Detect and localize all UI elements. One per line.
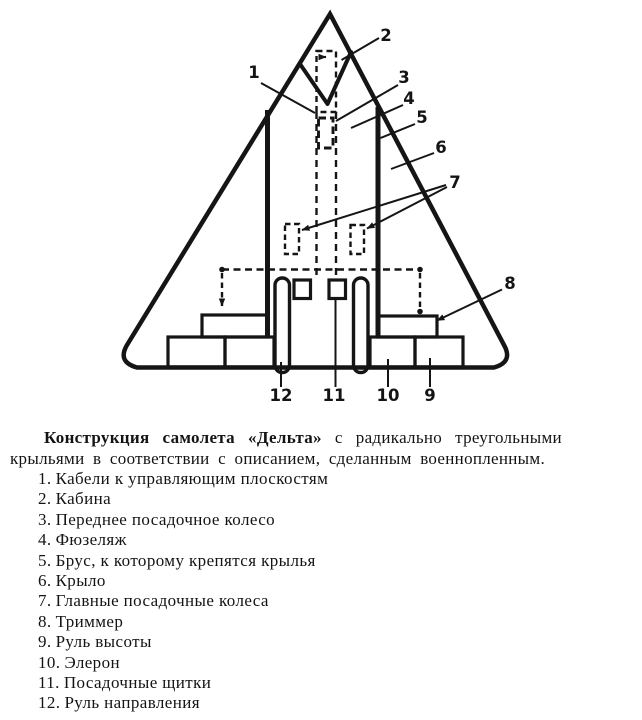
legend-item: 4.Фюзеляж	[38, 530, 642, 550]
legend-item-number: 10.	[38, 652, 61, 672]
cockpit-canopy-line	[298, 50, 353, 106]
nose-wheel-dashed-box	[317, 116, 335, 150]
legend-item-label: Руль направления	[64, 693, 200, 713]
delta-wing-outline	[121, 9, 510, 370]
legend-item-number: 7.	[38, 591, 52, 611]
legend-item-label: Элерон	[64, 652, 120, 672]
leader-line-3	[335, 84, 399, 122]
legend-item-number: 12.	[38, 693, 61, 713]
trimmer-panel-right	[376, 314, 439, 339]
legend-item-label: Брус, к которому крепятся крылья	[55, 550, 316, 570]
leader-line-7-right	[366, 186, 448, 230]
trimmer-panel-left	[200, 313, 270, 339]
legend-item-number: 1.	[38, 469, 52, 488]
legend-item-label: Крыло	[55, 571, 106, 591]
callout-12: 12	[270, 386, 293, 405]
legend-item-number: 9.	[38, 632, 52, 652]
landing-flap-left	[292, 278, 313, 301]
legend-item-label: Фюзеляж	[55, 530, 127, 550]
cabin-dashed-box	[315, 49, 338, 114]
legend-item-number: 2.	[38, 489, 52, 509]
caption-title-bold: Конструкция самолета «Дельта»	[44, 428, 322, 447]
callout-numbers: 1 2 3 4 5 6 7 8 9 10 11 12	[248, 26, 515, 405]
legend-item: 12.Руль направления	[38, 693, 642, 713]
legend-item-label: Переднее посадочное колесо	[55, 509, 276, 529]
callout-6: 6	[435, 138, 446, 157]
legend-item-number: 11.	[38, 673, 60, 693]
elevator-panel-right	[413, 335, 465, 369]
legend-item-label: Руль высоты	[55, 632, 152, 652]
elevator-panel-left	[166, 335, 227, 369]
control-cable-dashed-run	[218, 266, 423, 315]
rudder-right	[351, 276, 370, 375]
legend-item-number: 8.	[38, 611, 52, 631]
legend-item-number: 5.	[38, 550, 52, 570]
rudder-left	[273, 276, 292, 375]
callout-2: 2	[380, 26, 391, 45]
legend-item-label: Триммер	[55, 611, 124, 631]
figure-caption: Конструкция самолета «Дельта» с радикаль…	[10, 428, 636, 469]
legend-item-label: Кабели к управляющим плоскостям	[55, 469, 329, 488]
aileron-panel-right	[368, 335, 417, 369]
main-wheel-dashed-box-right	[349, 223, 366, 256]
aileron-panel-left	[223, 335, 276, 369]
legend-item-number: 4.	[38, 530, 52, 550]
callout-1: 1	[248, 63, 259, 82]
landing-flap-right	[327, 278, 348, 301]
legend-item-number: 3.	[38, 509, 52, 529]
main-wheel-dashed-box-left	[283, 222, 301, 256]
leader-line-8	[436, 288, 503, 322]
legend-item: 2.Кабина	[38, 489, 642, 509]
legend-item: 3.Переднее посадочное колесо	[38, 510, 642, 530]
leader-line-7-left	[301, 184, 447, 231]
legend-item: 8.Триммер	[38, 612, 642, 632]
legend-item: 9.Руль высоты	[38, 632, 642, 652]
callout-9: 9	[424, 386, 435, 405]
callout-11: 11	[323, 386, 346, 405]
callout-8: 8	[504, 274, 515, 293]
legend-item-label: Главные посадочные колеса	[55, 591, 269, 611]
legend-item-number: 6.	[38, 571, 52, 591]
delta-aircraft-diagram: 1 2 3 4 5 6 7 8 9 10 11 12	[121, 9, 516, 405]
caption-line-1: Конструкция самолета «Дельта» с радикаль…	[10, 428, 636, 449]
callout-leader-lines	[260, 37, 503, 387]
leader-line-1	[260, 82, 316, 114]
cable-junction-dot-left	[219, 266, 225, 273]
legend-item: 10.Элерон	[38, 653, 642, 673]
leader-line-2	[340, 37, 380, 61]
legend-item: 7.Главные посадочные колеса	[38, 591, 642, 611]
legend-item-label: Посадочные щитки	[63, 673, 212, 693]
cable-end-dot-right	[417, 308, 423, 315]
leader-line-4	[350, 104, 404, 129]
legend-item: 1.Кабели к управляющим плоскостям	[38, 469, 642, 489]
callout-4: 4	[403, 89, 414, 108]
cable-junction-dot-right	[417, 266, 423, 273]
callout-3: 3	[398, 68, 409, 87]
caption-line-1-rest: с радикально треугольными	[334, 428, 562, 447]
caption-line-2: крыльями в соответствии с описанием, сде…	[10, 448, 546, 468]
parts-legend: 1.Кабели к управляющим плоскостям 2.Каби…	[38, 469, 642, 714]
leader-line-6	[390, 152, 435, 170]
legend-item-label: Кабина	[55, 489, 112, 509]
legend-item: 11.Посадочные щитки	[38, 673, 642, 693]
callout-5: 5	[416, 108, 427, 127]
legend-item: 6.Крыло	[38, 571, 642, 591]
leader-line-5	[380, 123, 416, 139]
callout-10: 10	[377, 386, 400, 405]
callout-7: 7	[449, 173, 460, 192]
legend-item: 5.Брус, к которому крепятся крылья	[38, 551, 642, 571]
